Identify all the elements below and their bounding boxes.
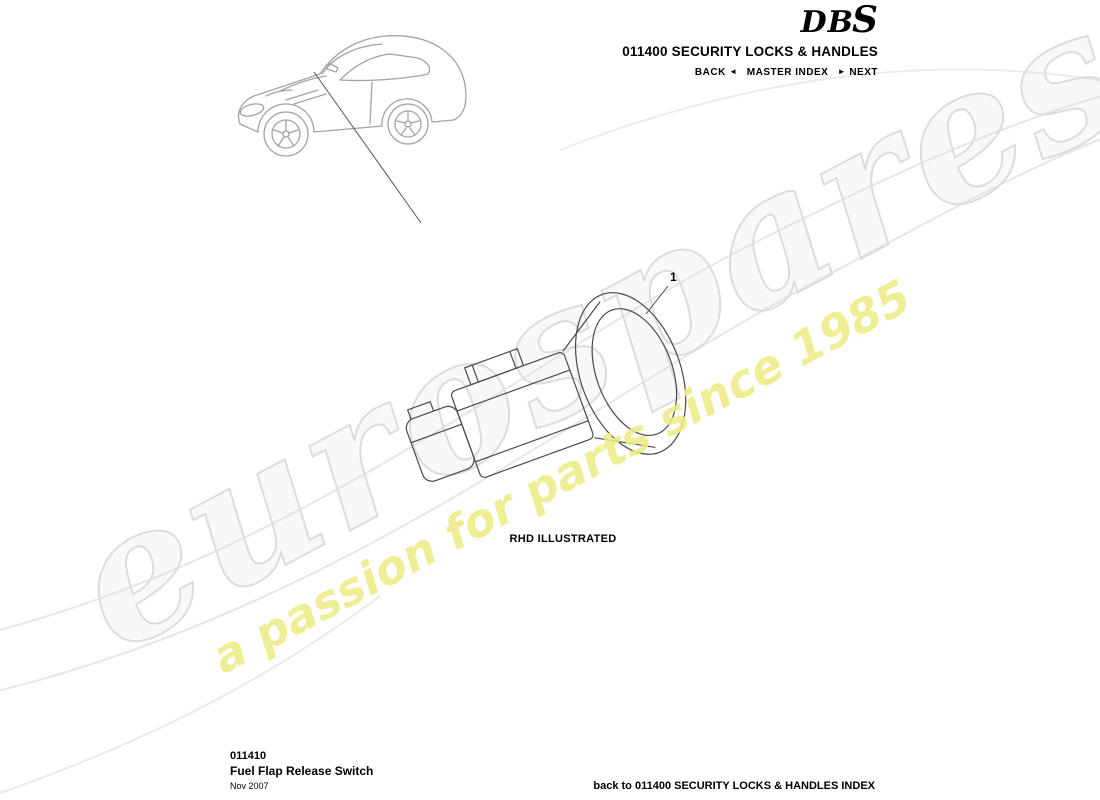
part-name: Fuel Flap Release Switch — [230, 763, 374, 778]
dbs-logo-db: DB — [800, 5, 854, 40]
page-title: 011400 SECURITY LOCKS & HANDLES — [622, 44, 878, 59]
nav-back-link[interactable]: BACK ◄ — [694, 67, 738, 78]
part-number: 011410 — [230, 750, 267, 762]
header: DBS 011400 SECURITY LOCKS & HANDLES BACK… — [578, 2, 878, 78]
car-illustration — [237, 35, 467, 157]
footer-part-info: 011410 Fuel Flap Release Switch Nov 2007 — [230, 750, 373, 792]
nav-bar: BACK ◄ MASTER INDEX ► NEXT — [578, 67, 878, 78]
dbs-logo: DBS — [578, 2, 878, 38]
rear-wheel — [387, 103, 429, 145]
dbs-logo-s: S — [852, 0, 878, 41]
back-arrow-icon: ◄ — [729, 67, 738, 76]
nav-master-index-link[interactable]: MASTER INDEX — [746, 67, 829, 78]
front-wheel — [263, 111, 309, 157]
rhd-illustrated-note: RHD ILLUSTRATED — [509, 533, 617, 545]
part-illustration — [405, 285, 687, 482]
revision-date: Nov 2007 — [230, 780, 269, 791]
back-to-index-link[interactable]: back to 011400 SECURITY LOCKS & HANDLES … — [593, 780, 875, 792]
part-callout-1: 1 — [670, 270, 677, 284]
next-arrow-icon: ► — [837, 67, 847, 76]
car-outline — [237, 35, 467, 157]
switch-body — [405, 292, 687, 482]
nav-next-link[interactable]: ► NEXT — [837, 67, 878, 78]
